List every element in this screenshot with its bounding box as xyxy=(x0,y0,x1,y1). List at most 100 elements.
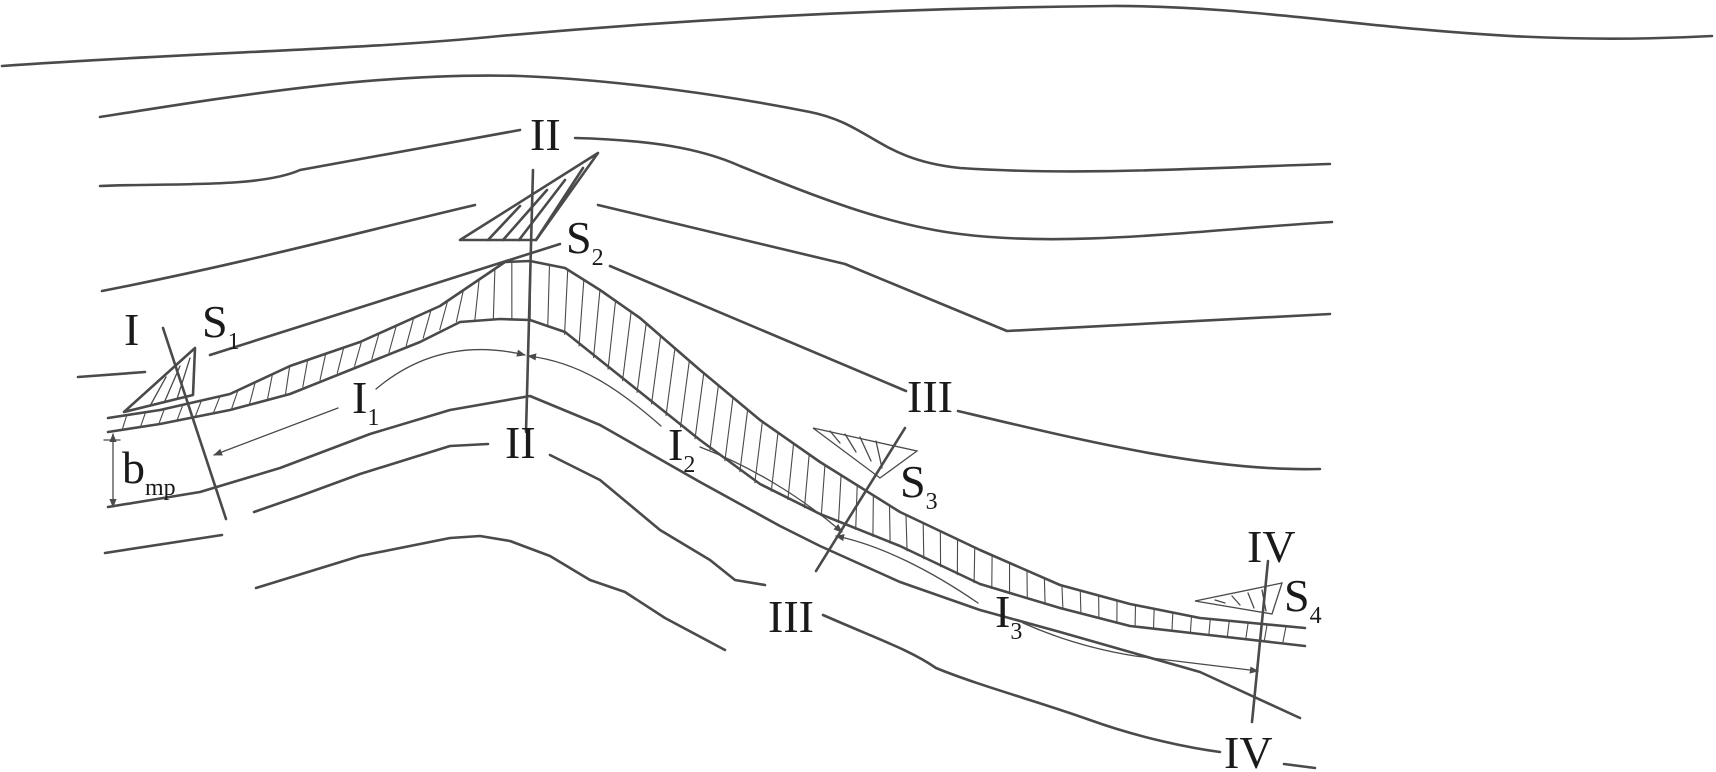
section-line-I xyxy=(161,326,228,521)
hatch-line xyxy=(665,348,676,417)
layer-boundary-4 xyxy=(100,203,477,293)
hatch-line xyxy=(267,374,273,400)
label-section-IV-bottom: IV xyxy=(1224,727,1273,772)
layer-boundary-5c xyxy=(956,409,1322,471)
hatch-line xyxy=(353,341,363,367)
label-section-III-top: III xyxy=(907,371,953,422)
hatch-line xyxy=(249,382,256,404)
hatch-line xyxy=(724,397,734,462)
hatch-line xyxy=(1226,620,1230,638)
triangle-S3 xyxy=(812,427,919,479)
flow-arrow-I1 xyxy=(375,348,526,390)
hatch-line xyxy=(922,522,925,560)
hatch-line xyxy=(1152,608,1155,630)
triangle-S4 xyxy=(1194,582,1283,615)
hatch-line xyxy=(140,412,147,427)
hatch-line xyxy=(1189,616,1193,634)
lower-layer-1c xyxy=(548,453,767,587)
flow-arrow-I2-down xyxy=(699,446,843,533)
hatch-line xyxy=(158,408,165,424)
hatch-line xyxy=(336,347,345,374)
layer-boundary-3 xyxy=(98,128,522,188)
hatch-line xyxy=(973,547,976,584)
hatch-line xyxy=(1079,590,1082,615)
flow-arrow-I2-up xyxy=(527,353,662,427)
hatch-line xyxy=(121,414,128,430)
label-I3: I3 xyxy=(995,586,1022,645)
layer-boundary-3b xyxy=(573,136,1334,241)
lower-layer-1b xyxy=(252,442,490,514)
layer-boundary-5 xyxy=(208,242,562,357)
hatch-line xyxy=(547,264,551,328)
hatch-line xyxy=(905,514,908,552)
label-section-III-bottom: III xyxy=(768,591,814,642)
label-I2: I2 xyxy=(668,419,695,478)
flow-arrow-left xyxy=(213,407,339,456)
hatch-line xyxy=(787,443,795,500)
triangle-S1 xyxy=(122,346,197,414)
aquifer-top-boundary xyxy=(106,317,1307,648)
hatch-line xyxy=(650,335,662,405)
layer-boundary-4b xyxy=(596,203,1332,333)
hatch-line xyxy=(388,325,397,353)
hatch-line xyxy=(694,373,705,440)
hatch-line xyxy=(302,359,309,388)
hatch-line xyxy=(1043,578,1046,605)
hatch-line xyxy=(455,290,464,323)
hatch-line xyxy=(439,300,449,331)
lower-layer-3 xyxy=(821,613,1222,754)
aquifer-hatching xyxy=(121,261,1287,644)
hatch-line xyxy=(837,475,842,524)
section-line-IV xyxy=(1250,559,1270,724)
layer-boundary-2 xyxy=(98,74,1332,173)
hatch-line xyxy=(607,300,617,370)
layer-boundary-6 xyxy=(76,370,147,379)
hatch-line xyxy=(231,390,239,409)
hatch-line xyxy=(474,279,480,321)
hatch-line xyxy=(1245,622,1249,640)
hatch-line xyxy=(636,323,647,393)
lower-layer-2 xyxy=(254,534,727,652)
label-section-II-bottom: II xyxy=(505,417,536,468)
hatch-line xyxy=(563,269,569,335)
hatch-line xyxy=(371,333,380,360)
hatch-line xyxy=(578,279,585,347)
hatch-line xyxy=(1208,618,1211,636)
hatch-line xyxy=(319,353,327,381)
water-table-line xyxy=(106,259,1307,630)
hatch-line xyxy=(1061,585,1064,610)
hatch-line xyxy=(1171,612,1174,632)
hatch-line xyxy=(1282,626,1287,644)
label-S1: S1 xyxy=(202,296,240,355)
hatch-line xyxy=(820,465,826,517)
hatch-line xyxy=(592,289,601,359)
hatch-line xyxy=(739,409,749,473)
hatch-line xyxy=(1263,624,1268,642)
section-line-II xyxy=(524,168,535,434)
label-section-I: I xyxy=(124,304,139,355)
hatch-line xyxy=(422,309,432,339)
triangle-S2 xyxy=(458,151,600,242)
hatch-line xyxy=(679,360,690,428)
lower-layer-1 xyxy=(103,533,224,555)
hatch-line xyxy=(194,400,202,417)
hatch-line xyxy=(284,366,291,395)
label-b-mp: bmp xyxy=(122,442,176,501)
label-S4: S4 xyxy=(1284,570,1322,629)
hatch-line xyxy=(405,317,415,347)
flow-arrow-I3-up xyxy=(835,534,979,604)
label-section-II-top: II xyxy=(530,109,561,160)
hatch-line xyxy=(709,385,719,451)
hatch-line xyxy=(176,404,184,420)
label-section-IV-top: IV xyxy=(1247,521,1296,572)
hatch-line xyxy=(803,454,810,509)
label-I1: I1 xyxy=(352,372,379,431)
hatch-line xyxy=(492,268,496,320)
label-S2: S2 xyxy=(566,212,604,271)
layer-boundary-top xyxy=(0,4,1714,68)
lower-layer-3b xyxy=(1282,762,1317,770)
hatch-line xyxy=(888,505,891,544)
layer-boundary-5b xyxy=(608,264,908,393)
flow-arrow-I3-right xyxy=(1022,622,1259,674)
